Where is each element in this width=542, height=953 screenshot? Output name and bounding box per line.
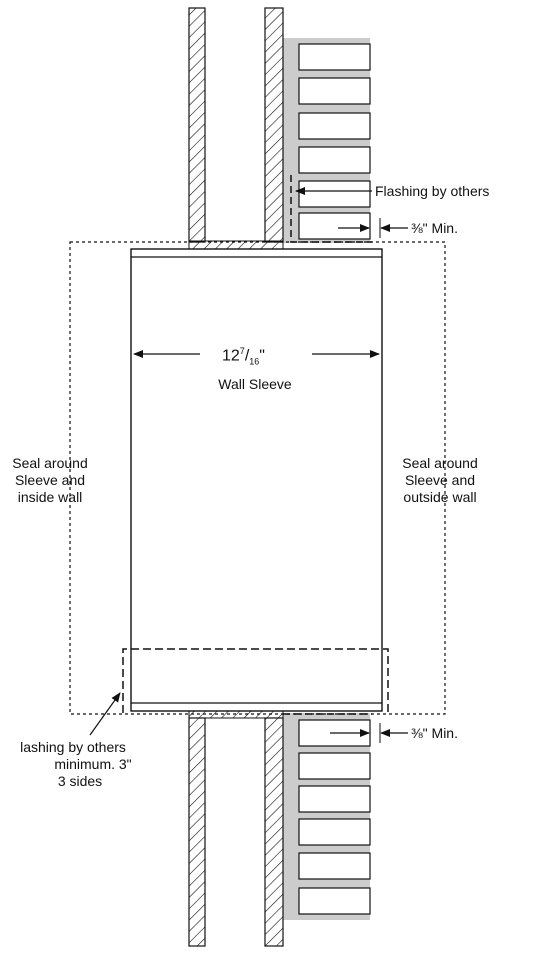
lower-outer-wall-stud: [264, 717, 284, 947]
seal-outside-line-1: Seal around: [402, 455, 478, 471]
flashing-bottom-line-1: lashing by others: [20, 739, 126, 755]
lower-brick-veneer: [298, 719, 371, 915]
upper-brick-veneer: [298, 43, 371, 240]
brick: [298, 785, 371, 813]
flashing-bottom-line-2: minimum. 3": [54, 756, 132, 772]
min-bottom-label: ⅜" Min.: [411, 725, 458, 741]
brick: [298, 146, 371, 174]
seal-outside-line-3: outside wall: [403, 489, 477, 505]
seal-outside-label: Seal around Sleeve and outside wall: [385, 455, 495, 506]
flashing-bottom-label: lashing by others minimum. 3" 3 sides: [3, 739, 143, 790]
brick: [298, 77, 371, 105]
wall-sleeve-label: Wall Sleeve: [218, 376, 292, 392]
brick: [298, 43, 371, 71]
width-slash: /: [244, 347, 250, 365]
seal-inside-line-2: Sleeve and: [14, 472, 86, 488]
brick: [298, 887, 371, 915]
seal-inside-label: Seal around Sleeve and inside wall: [2, 455, 98, 506]
upper-outer-wall-stud: [264, 7, 284, 243]
wall-sleeve-body: [130, 248, 383, 712]
brick: [298, 112, 371, 140]
width-numerator: 7: [239, 346, 245, 356]
upper-flashing-dashed: [290, 175, 372, 243]
width-whole: 12: [222, 347, 240, 365]
brick: [298, 180, 371, 208]
flashing-bottom-line-3: 3 sides: [57, 773, 103, 789]
lower-flashing-dashed: [122, 648, 389, 713]
upper-inner-wall-stud: [188, 7, 206, 243]
min-top-label: ⅜" Min.: [411, 220, 458, 236]
veneer-backing-bottom: [283, 713, 370, 920]
seal-inside-line-1: Seal around: [12, 455, 88, 471]
sleeve-width-dimension: 127/16": [222, 343, 265, 371]
lower-inner-wall-stud: [188, 717, 206, 947]
flashing-by-others-label: Flashing by others: [375, 183, 490, 199]
brick: [298, 818, 371, 846]
seal-boundary-dotted: [69, 241, 446, 715]
brick: [298, 212, 371, 240]
seal-outside-line-2: Sleeve and: [404, 472, 476, 488]
brick: [298, 752, 371, 780]
flashing-bottom-leader-arrow: [89, 692, 121, 736]
brick: [298, 852, 371, 880]
width-denominator: 16: [249, 356, 260, 367]
veneer-backing-top: [283, 38, 370, 243]
seal-inside-line-3: inside wall: [17, 489, 83, 505]
width-inch-mark: ": [259, 347, 265, 365]
